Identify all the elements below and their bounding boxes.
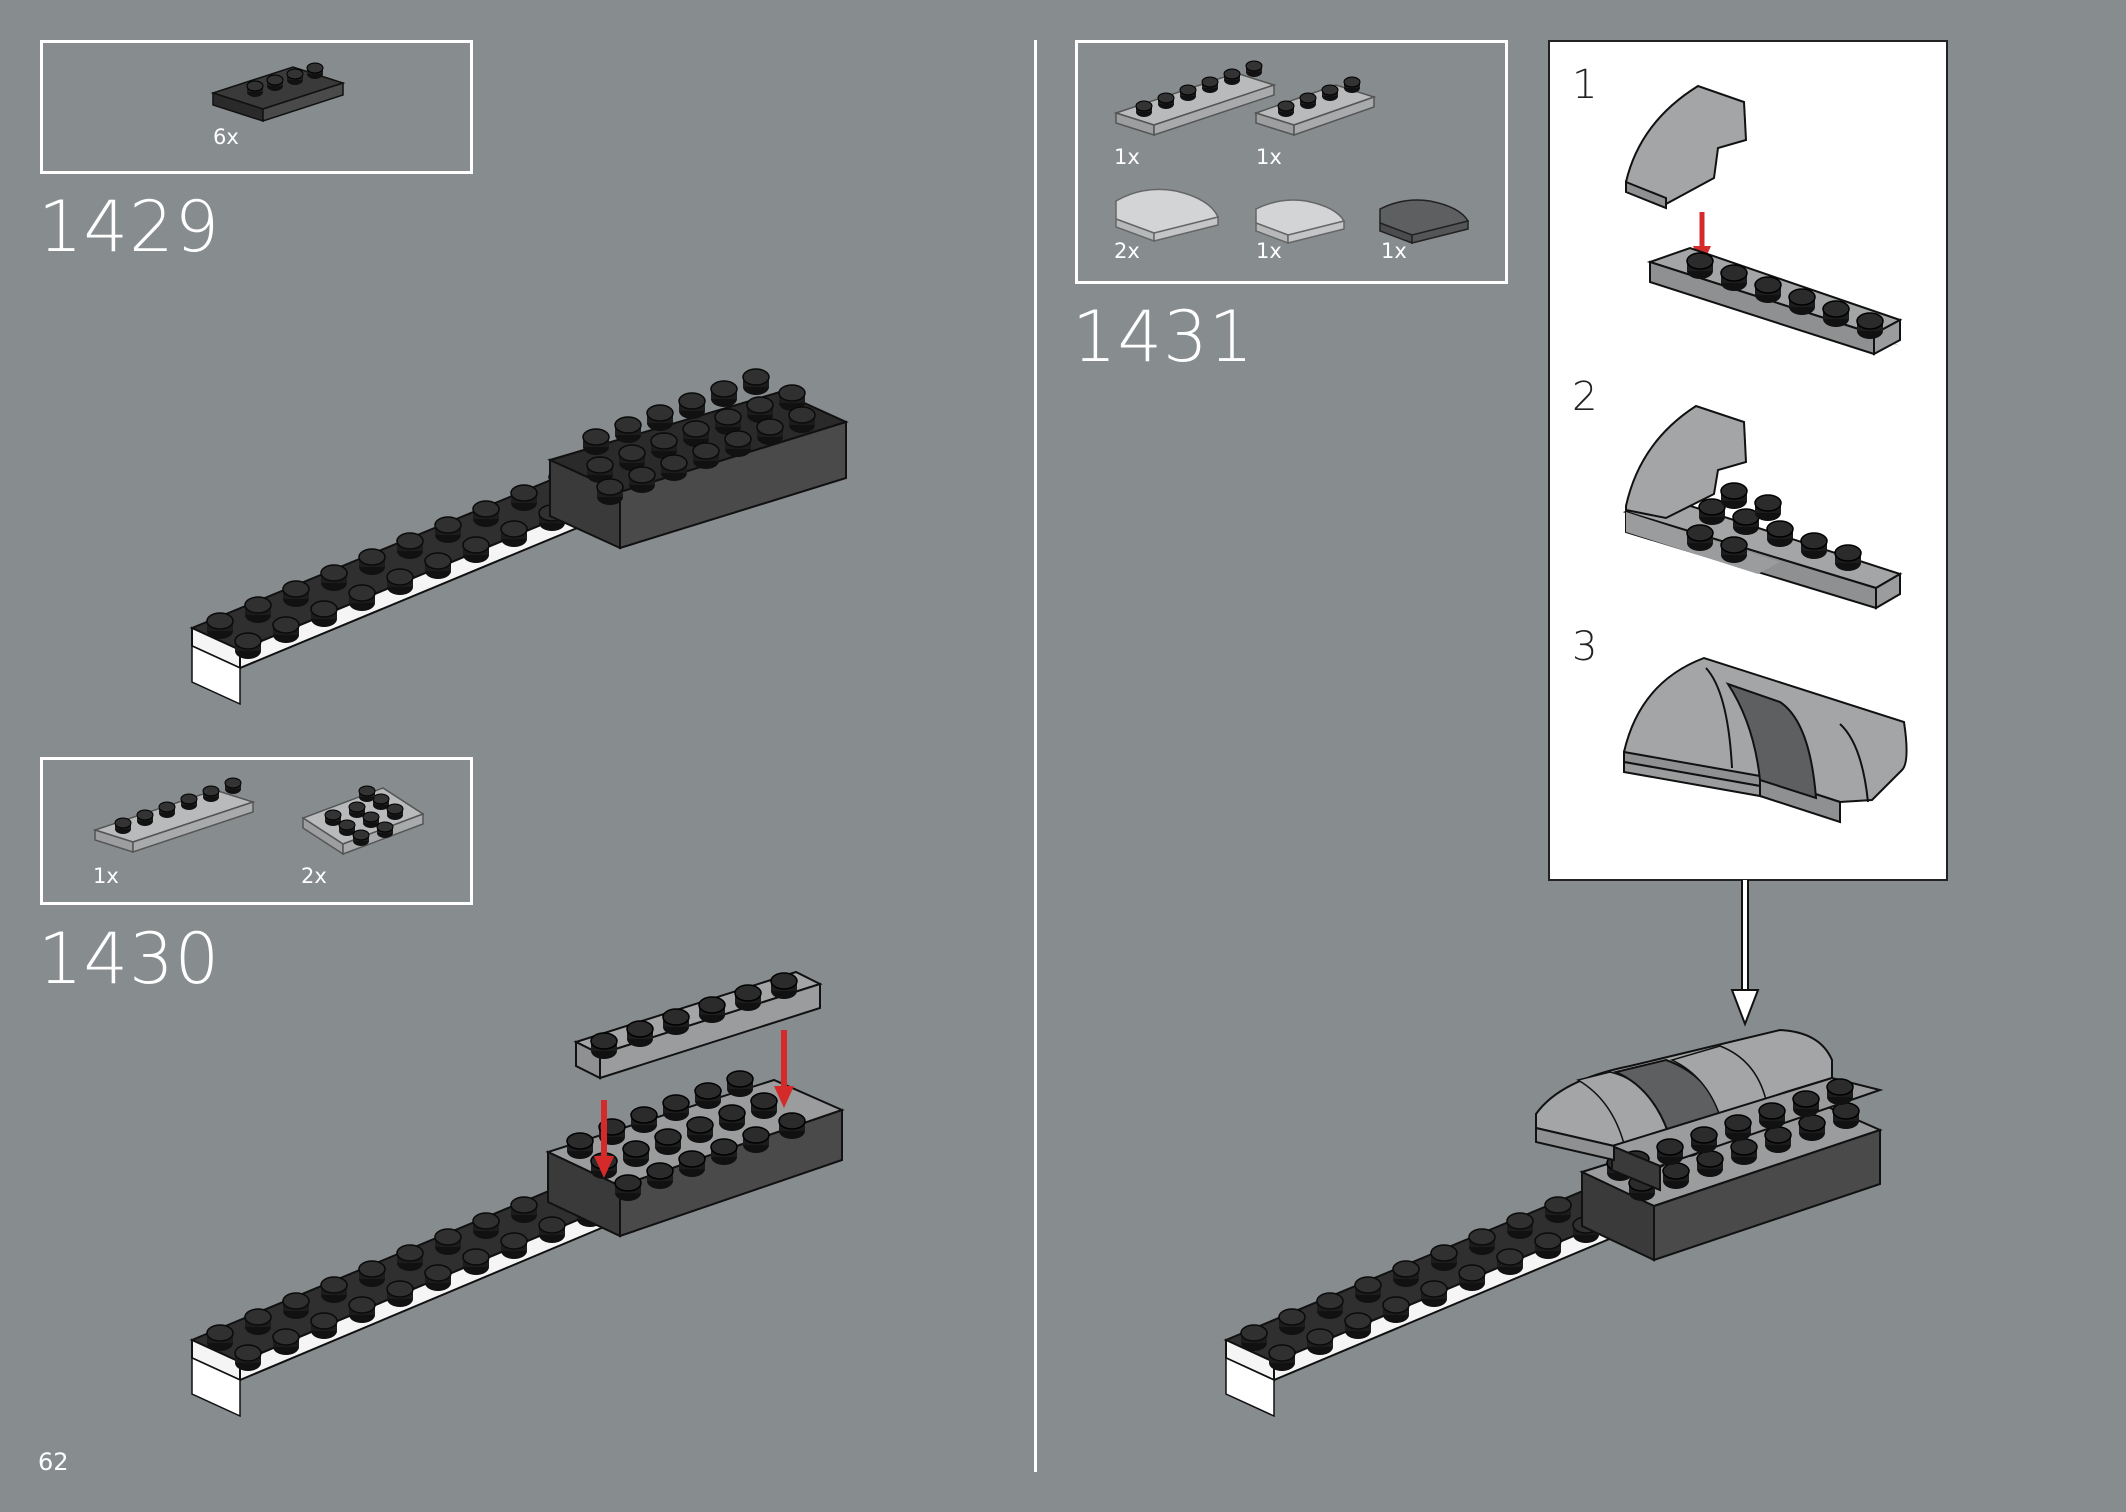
sub-assembly-callout: 1 2 3	[1548, 40, 1948, 881]
page-divider	[1034, 40, 1037, 1472]
model-1431-illustration	[1223, 1028, 1884, 1418]
substep-1-illustration	[1625, 84, 1903, 356]
plate-1x4-black-icon	[210, 62, 346, 123]
part-qty: 1x	[1256, 145, 1282, 169]
slope-curved-light-gray-icon	[1115, 188, 1219, 243]
plate-1x6-light-gray-icon	[1113, 60, 1277, 137]
plate-2x3-light-gray-icon	[301, 785, 425, 856]
substep-number: 1	[1572, 62, 1598, 108]
substep-3-illustration	[1623, 656, 1908, 824]
model-1430-illustration	[189, 970, 845, 1418]
plate-1x6-light-gray-icon	[92, 777, 256, 854]
substep-2-illustration	[1622, 404, 1903, 610]
slope-curved-dark-gray-icon	[1379, 199, 1470, 245]
slope-curved-light-gray-icon	[1255, 199, 1346, 245]
parts-box-1429: 6x	[40, 40, 473, 174]
red-arrow-icon	[774, 1030, 794, 1108]
substep-number: 3	[1572, 624, 1598, 670]
part-qty: 1x	[1256, 239, 1282, 263]
down-arrow-icon	[1730, 880, 1760, 1027]
page-number: 62	[38, 1448, 69, 1476]
part-qty: 2x	[301, 864, 327, 888]
parts-box-1430: 1x 2x	[40, 757, 473, 905]
substep-number: 2	[1572, 374, 1598, 420]
part-qty: 2x	[1114, 239, 1140, 263]
step-number-1431: 1431	[1072, 296, 1255, 378]
parts-box-1431: 1x 1x 2x 1x 1x	[1075, 40, 1508, 284]
part-qty: 1x	[93, 864, 119, 888]
part-qty: 1x	[1114, 145, 1140, 169]
plate-1x4-light-gray-icon	[1253, 76, 1377, 137]
step-number-1430: 1430	[38, 918, 221, 1000]
part-qty: 6x	[213, 125, 239, 149]
part-qty: 1x	[1381, 239, 1407, 263]
red-arrow-icon	[594, 1100, 614, 1178]
model-1429-illustration	[189, 368, 849, 706]
step-number-1429: 1429	[38, 186, 221, 268]
